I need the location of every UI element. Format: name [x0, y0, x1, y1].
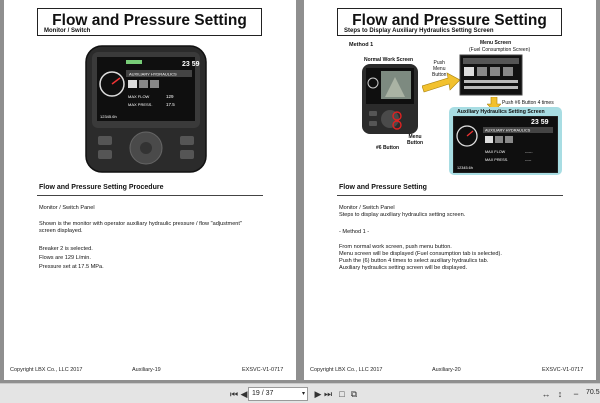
- menu-button-line: Menu: [408, 134, 422, 140]
- screen-row2-label: MAX PRESS.: [128, 102, 152, 107]
- aux-row2-label: MAX PRESS.: [485, 158, 508, 162]
- title-banner: Flow and Pressure Setting Steps to Displ…: [337, 8, 562, 36]
- page-auxiliary-19: Flow and Pressure Setting Monitor / Swit…: [4, 0, 296, 380]
- chevron-down-icon: ▾: [301, 391, 305, 397]
- monitor-key: [98, 150, 112, 159]
- monitor-key: [180, 136, 194, 145]
- footer-doc-code: EXSVC-V1-0717: [542, 367, 584, 373]
- screen-time: 23 59: [182, 61, 200, 68]
- prev-page-button[interactable]: ◀: [240, 389, 248, 399]
- menu-screen-illustration: [459, 54, 523, 96]
- step-item: From normal work screen, push menu butto…: [339, 244, 452, 250]
- single-page-view-icon[interactable]: □: [339, 389, 345, 399]
- list-item: Flows are 129 L/min.: [39, 255, 91, 261]
- normal-work-label: Normal Work Screen: [364, 57, 414, 63]
- aux-screen-illustration: 23 59 AUXILIARY HYDRAULICS MAX FLOW ----…: [453, 116, 558, 173]
- push-menu-callout: Push Menu Button: [432, 60, 446, 78]
- method-label: Method 1: [349, 42, 374, 48]
- aux-header-label: AUXILIARY HYDRAULICS: [485, 129, 531, 133]
- push-menu-line: Button: [432, 72, 447, 78]
- push-menu-line: Push: [433, 60, 445, 66]
- monitor-key: [98, 136, 112, 145]
- section-divider: [37, 195, 263, 196]
- menu-screen-sublabel: (Fuel Consumption Screen): [469, 47, 531, 53]
- section-title: Flow and Pressure Setting: [339, 184, 427, 191]
- menu-button-line: Button: [407, 140, 424, 146]
- page-title: Flow and Pressure Setting: [352, 12, 547, 29]
- fit-page-icon[interactable]: ↕: [557, 389, 563, 399]
- footer-copyright: Copyright LBX Co., LLC 2017: [310, 367, 383, 373]
- paragraph: Monitor / Switch Panel: [339, 205, 395, 211]
- paragraph: Monitor / Switch Panel: [39, 205, 95, 211]
- aux-hours: 12345.6h: [457, 166, 473, 170]
- step-item: Menu screen will be displayed (Fuel cons…: [339, 251, 502, 257]
- monitor-key: [180, 150, 194, 159]
- page-number-select[interactable]: 19 / 37 ▾: [248, 387, 308, 401]
- page-title: Flow and Pressure Setting: [52, 12, 247, 29]
- page-subtitle: Steps to Display Auxiliary Hydraulics Se…: [344, 28, 494, 34]
- screen-row2-value: 17.5: [166, 102, 175, 107]
- screen-row1-label: MAX FLOW: [128, 94, 150, 99]
- screen-header-label: AUXILIARY HYDRAULICS: [129, 72, 177, 77]
- page-auxiliary-20: Flow and Pressure Setting Steps to Displ…: [304, 0, 596, 380]
- aux-panel-title: Auxiliary Hydraulics Setting Screen: [457, 109, 545, 115]
- list-item: Breaker 2 is selected.: [39, 246, 93, 252]
- aux-row1-value: ------: [525, 150, 533, 154]
- last-page-button[interactable]: ⏭: [323, 389, 333, 399]
- aux-setting-panel: Auxiliary Hydraulics Setting Screen 23 5…: [449, 107, 562, 175]
- fit-width-icon[interactable]: ↔: [541, 389, 551, 399]
- aux-row2-value: -----: [525, 158, 532, 162]
- paragraph: screen displayed.: [39, 228, 83, 234]
- section-title: Flow and Pressure Setting Procedure: [39, 184, 164, 191]
- footer-page-label: Auxiliary-20: [432, 367, 461, 373]
- paragraph: Shown is the monitor with operator auxil…: [39, 221, 242, 227]
- step-item: Push the (6) button 4 times to select au…: [339, 258, 489, 264]
- next-page-button[interactable]: ▶: [314, 389, 322, 399]
- section-divider: [337, 195, 563, 196]
- aux-time: 23 59: [531, 119, 549, 126]
- aux-row1-label: MAX FLOW: [485, 150, 506, 154]
- arrow-to-menu-screen: [422, 72, 461, 93]
- title-banner: Flow and Pressure Setting Monitor / Swit…: [37, 8, 262, 36]
- footer-copyright: Copyright LBX Co., LLC 2017: [10, 367, 83, 373]
- push-six-callout: Push #6 Button 4 times: [502, 100, 554, 106]
- zoom-out-icon[interactable]: −: [573, 389, 579, 399]
- push-menu-line: Menu: [432, 66, 446, 72]
- screen-row1-value: 129: [166, 94, 174, 99]
- page-number-value: 19 / 37: [252, 390, 274, 397]
- two-page-view-icon[interactable]: ⧉: [350, 389, 358, 399]
- menu-button-callout: Menu Button: [407, 134, 423, 146]
- step-item: Auxiliary hydraulics setting screen will…: [339, 265, 468, 271]
- viewer-toolbar: ⏮ ◀ 19 / 37 ▾ ▶ ⏭ □ ⧉ ↔ ↕ − 70.5: [0, 383, 600, 403]
- footer-page-label: Auxiliary-19: [132, 367, 161, 373]
- footer-doc-code: EXSVC-V1-0717: [242, 367, 284, 373]
- page-subtitle: Monitor / Switch: [44, 28, 91, 34]
- screen-hours: 12345.6h: [100, 114, 117, 119]
- normal-work-screen-illustration: [362, 64, 418, 134]
- menu-screen-label: Menu Screen: [480, 40, 512, 46]
- paragraph: Steps to display auxiliary hydraulics se…: [339, 212, 466, 218]
- monitor-panel-illustration: 23 59 AUXILIARY HYDRAULICS MAX FLOW 129 …: [85, 45, 207, 173]
- list-item: Pressure set at 17.5 MPa.: [39, 264, 104, 270]
- method-line: - Method 1 -: [339, 229, 370, 235]
- six-button-callout: #6 Button: [376, 145, 400, 151]
- first-page-button[interactable]: ⏮: [229, 389, 239, 399]
- zoom-level[interactable]: 70.5: [586, 389, 600, 396]
